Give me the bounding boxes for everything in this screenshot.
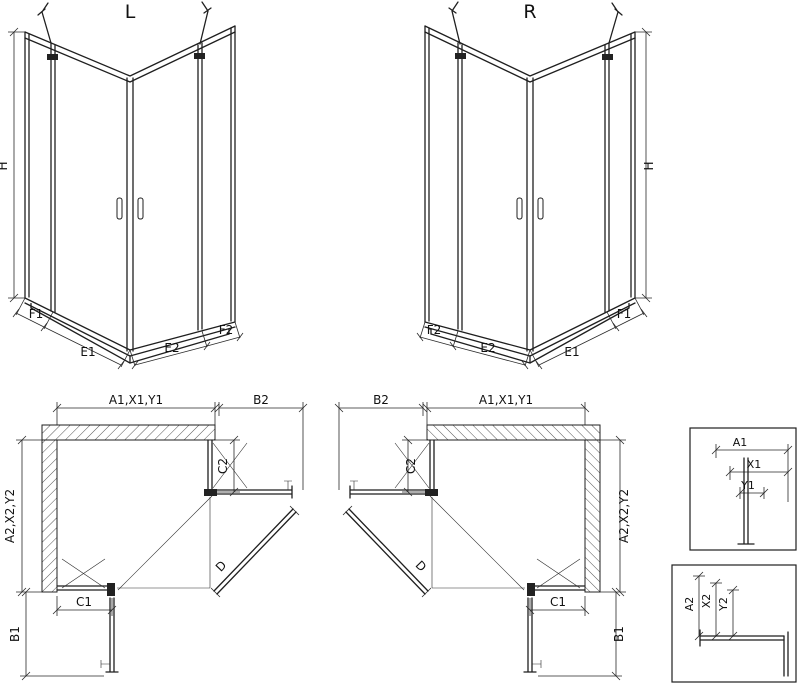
glass-profile-vertical bbox=[737, 457, 755, 545]
dim-label-c2-plan-right: C2 bbox=[404, 458, 418, 474]
dim-label-a2-plan-left: A2,X2,Y2 bbox=[3, 489, 17, 543]
plan-left-linework bbox=[15, 401, 308, 681]
dim-label-f2-right: F2 bbox=[427, 323, 442, 337]
dim-label-e1-left: E1 bbox=[80, 345, 95, 359]
dim-label-h-left: H bbox=[0, 161, 10, 170]
dim-label-d-plan-right: D bbox=[413, 558, 429, 574]
detail-label-x2: X2 bbox=[700, 594, 713, 609]
dim-label-e2-right: E2 bbox=[480, 341, 495, 355]
dim-label-f2-left: F2 bbox=[219, 323, 234, 337]
perspective-view-right: R H F1 E1 E2 F2 bbox=[416, 1, 656, 370]
dim-label-h-right: H bbox=[642, 161, 656, 170]
dim-label-e2-left: E2 bbox=[164, 341, 179, 355]
dim-label-e1-right: E1 bbox=[564, 345, 579, 359]
dim-label-a2-plan-right: A2,X2,Y2 bbox=[617, 489, 631, 543]
detail-label-y1: Y1 bbox=[740, 479, 755, 492]
dim-label-f1-right: F1 bbox=[617, 307, 632, 321]
dim-label-c1-plan-left: C1 bbox=[76, 595, 92, 609]
perspective-view-left: L H F1 E1 E2 F2 bbox=[0, 1, 244, 370]
detail-bottom-frame bbox=[671, 564, 797, 683]
dim-label-b1-plan-left: B1 bbox=[8, 626, 22, 642]
detail-label-x1: X1 bbox=[747, 458, 762, 471]
view-left-title: L bbox=[125, 1, 136, 23]
dim-label-b2-plan-left: B2 bbox=[253, 393, 269, 407]
plan-view-right: A1,X1,Y1 B2 C2 A2,X2,Y2 C1 D B1 bbox=[334, 393, 631, 681]
glass-profile-horizontal bbox=[699, 629, 785, 647]
dim-label-a1-plan-right: A1,X1,Y1 bbox=[479, 393, 533, 407]
dim-label-b1-plan-right: B1 bbox=[612, 626, 626, 642]
dim-label-f1-left: F1 bbox=[29, 307, 44, 321]
detail-box-bottom: A2 X2 Y2 bbox=[671, 564, 797, 683]
detail-label-y2: Y2 bbox=[717, 597, 730, 612]
plan-right-linework bbox=[334, 401, 627, 681]
dim-label-a1-plan-left: A1,X1,Y1 bbox=[109, 393, 163, 407]
dim-label-b2-plan-right: B2 bbox=[373, 393, 389, 407]
detail-top-frame bbox=[689, 427, 797, 551]
dim-label-c1-plan-right: C1 bbox=[550, 595, 566, 609]
dim-label-c2-plan-left: C2 bbox=[216, 458, 230, 474]
plan-view-left: A1,X1,Y1 B2 C2 A2,X2,Y2 C1 D B1 bbox=[3, 393, 308, 681]
detail-box-top: A1 X1 Y1 bbox=[689, 427, 797, 551]
view-right-title: R bbox=[523, 1, 536, 23]
dim-label-d-plan-left: D bbox=[213, 558, 229, 574]
detail-label-a2: A2 bbox=[683, 597, 696, 612]
detail-label-a1: A1 bbox=[733, 436, 748, 449]
